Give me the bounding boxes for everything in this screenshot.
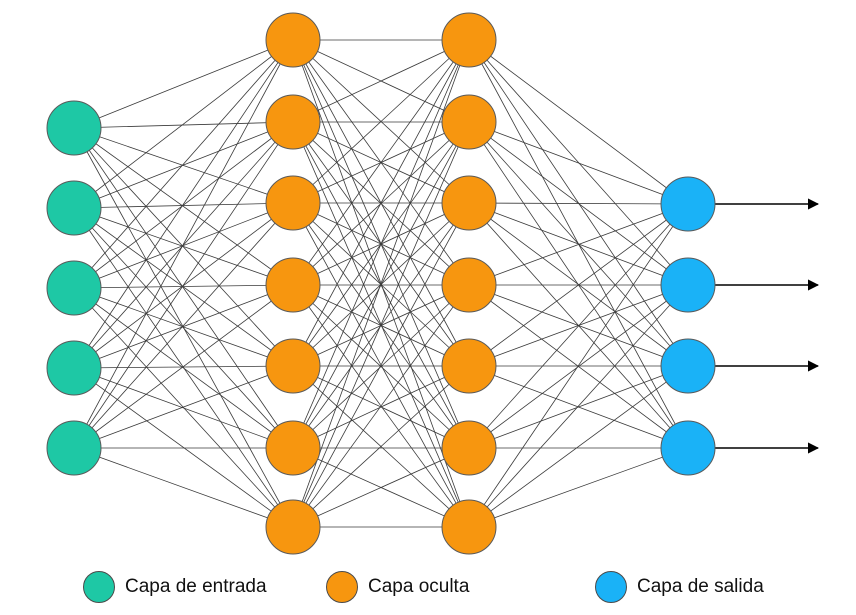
connection-line [468,202,689,205]
connection-line [73,121,294,129]
neurons [46,12,716,555]
connection-line [73,367,294,449]
connection-line [468,202,689,286]
connection-line [73,287,294,528]
input-neuron [46,260,102,316]
legend-output-swatch [595,571,627,603]
hidden-neuron [265,12,321,68]
connection-line [292,365,470,528]
hidden-neuron [265,94,321,150]
connection-line [468,365,689,449]
connection-line [73,121,294,449]
legend-output: Capa de salida [595,570,764,604]
connection-line [73,121,294,369]
connection-line [73,365,294,449]
connection-line [292,284,470,528]
legend-input-swatch [83,571,115,603]
connection-line [73,367,294,528]
input-neuron [46,340,102,396]
connection-line [73,39,294,289]
hidden-neuron [441,12,497,68]
connection-line [292,39,470,449]
connection-line [468,203,689,449]
input-neuron [46,180,102,236]
connection-line [73,202,294,449]
output-neuron [660,257,716,313]
legend-hidden: Capa oculta [326,570,469,604]
connection-line [468,202,689,367]
connection-line [73,39,294,209]
output-neuron [660,420,716,476]
connection-line [73,207,294,286]
connection-line [468,39,689,367]
hidden-neuron [441,94,497,150]
connection-line [73,127,294,449]
hidden-neuron [265,175,321,231]
legend-input: Capa de entrada [83,570,267,604]
hidden-neuron [441,499,497,555]
input-neuron [46,420,102,476]
connection-line [468,203,689,367]
connection-line [292,121,470,528]
hidden-neuron [441,257,497,313]
connection-line [73,207,294,367]
connection-line [73,121,294,289]
connection-line [292,121,470,449]
legend-hidden-swatch [326,571,358,603]
connection-line [73,287,294,449]
connection-line [468,447,689,528]
connection-line [292,39,470,367]
connection-line [73,284,294,369]
connection-line [292,447,470,528]
output-neuron [660,338,716,394]
output-arrows [715,198,820,454]
connection-line [468,121,689,205]
connection-line [292,39,470,123]
connection-line [73,284,294,289]
connection-line [73,284,294,449]
legend-hidden-label: Capa oculta [368,576,470,597]
connection-line [292,39,470,286]
connections [73,39,689,528]
connection-line [73,287,294,367]
connection-line [292,365,470,449]
connection-line [73,39,294,129]
hidden-neuron [265,257,321,313]
connection-line [292,39,470,528]
connection-line [73,127,294,367]
legend-input-label: Capa de entrada [125,576,267,597]
connection-line [73,39,294,369]
connection-line [73,207,294,449]
connection-line [468,284,689,528]
connection-line [73,127,294,286]
connection-line [292,39,470,204]
hidden-neuron [441,175,497,231]
connection-line [73,127,294,204]
connection-line [73,39,294,449]
connection-line [73,207,294,528]
output-neuron [660,176,716,232]
connection-line [468,39,689,286]
hidden-neuron [441,338,497,394]
input-neuron [46,100,102,156]
connection-line [468,203,689,286]
hidden-neuron [441,420,497,476]
connection-line [468,365,689,528]
connection-line [73,121,294,209]
connection-line [73,447,294,528]
legend-output-label: Capa de salida [637,576,764,597]
connection-line [292,284,470,449]
hidden-neuron [265,499,321,555]
connection-line [292,202,470,528]
hidden-neuron [265,420,321,476]
connection-line [73,365,294,369]
connection-line [468,203,689,528]
connection-line [468,39,689,205]
hidden-neuron [265,338,321,394]
connection-line [468,284,689,449]
